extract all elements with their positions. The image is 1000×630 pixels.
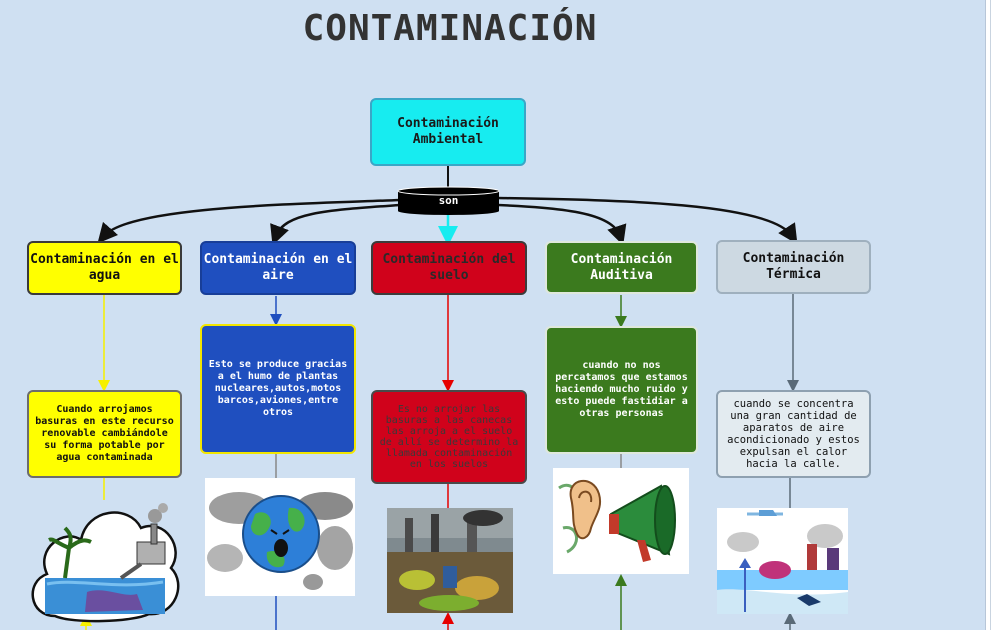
root-node[interactable]: Contaminación Ambiental — [370, 98, 526, 166]
son-connector: son — [397, 186, 500, 216]
ear-megaphone-noise-icon — [553, 468, 689, 574]
branch-header-aire[interactable]: Contaminación en el aire — [200, 241, 356, 295]
son-label: son — [438, 194, 459, 207]
branch-desc-aire: Esto se produce gracias a el humo de pla… — [200, 324, 356, 454]
branch-header-auditiva[interactable]: Contaminación Auditiva — [545, 241, 698, 294]
branch-header-termica[interactable]: Contaminación Térmica — [716, 240, 871, 294]
son-cylinder-shape — [397, 186, 500, 215]
son-to-termica-arrow — [497, 196, 798, 245]
aire-header-label: Contaminación en el aire — [203, 252, 353, 283]
sick-earth-smog-icon — [205, 478, 355, 596]
agua-desc-text: Cuando arrojamos basuras en este recurso… — [35, 404, 174, 463]
root-label: Contaminación Ambiental — [397, 116, 499, 147]
right-edge-scrollbar[interactable] — [985, 0, 1000, 630]
branch-header-suelo[interactable]: Contaminación del suelo — [371, 241, 527, 295]
polluted-ground-factory-icon — [387, 508, 513, 613]
polluted-water-illustration-icon — [31, 503, 180, 623]
son-to-aire-arrow — [270, 203, 401, 246]
son-to-auditiva-arrow — [497, 203, 627, 246]
page-title: CONTAMINACIÓN — [302, 8, 598, 49]
termica-header-label: Contaminación Térmica — [742, 251, 845, 282]
branch-header-agua[interactable]: Contaminación en el agua — [27, 241, 182, 295]
aire-desc-text: Esto se produce gracias a el humo de pla… — [208, 359, 348, 418]
city-heat-pollution-icon — [717, 508, 848, 614]
right-edge-line — [990, 0, 991, 630]
suelo-header-label: Contaminación del suelo — [382, 252, 516, 283]
branch-desc-auditiva: cuando no nos percatamos que estamos hac… — [545, 326, 698, 454]
auditiva-desc-text: cuando no nos percatamos que estamos hac… — [555, 360, 688, 419]
branch-desc-agua: Cuando arrojamos basuras en este recurso… — [27, 390, 182, 478]
termica-desc-text: cuando se concentra una gran cantidad de… — [727, 398, 860, 470]
branch-desc-termica: cuando se concentra una gran cantidad de… — [716, 390, 871, 478]
agua-header-label: Contaminación en el agua — [30, 252, 179, 283]
branch-desc-suelo: Es no arrojar las basuras a las canecas … — [371, 390, 527, 484]
suelo-desc-text: Es no arrojar las basuras a las canecas … — [379, 404, 519, 470]
auditiva-header-label: Contaminación Auditiva — [570, 251, 673, 283]
son-to-agua-arrow — [97, 198, 401, 244]
